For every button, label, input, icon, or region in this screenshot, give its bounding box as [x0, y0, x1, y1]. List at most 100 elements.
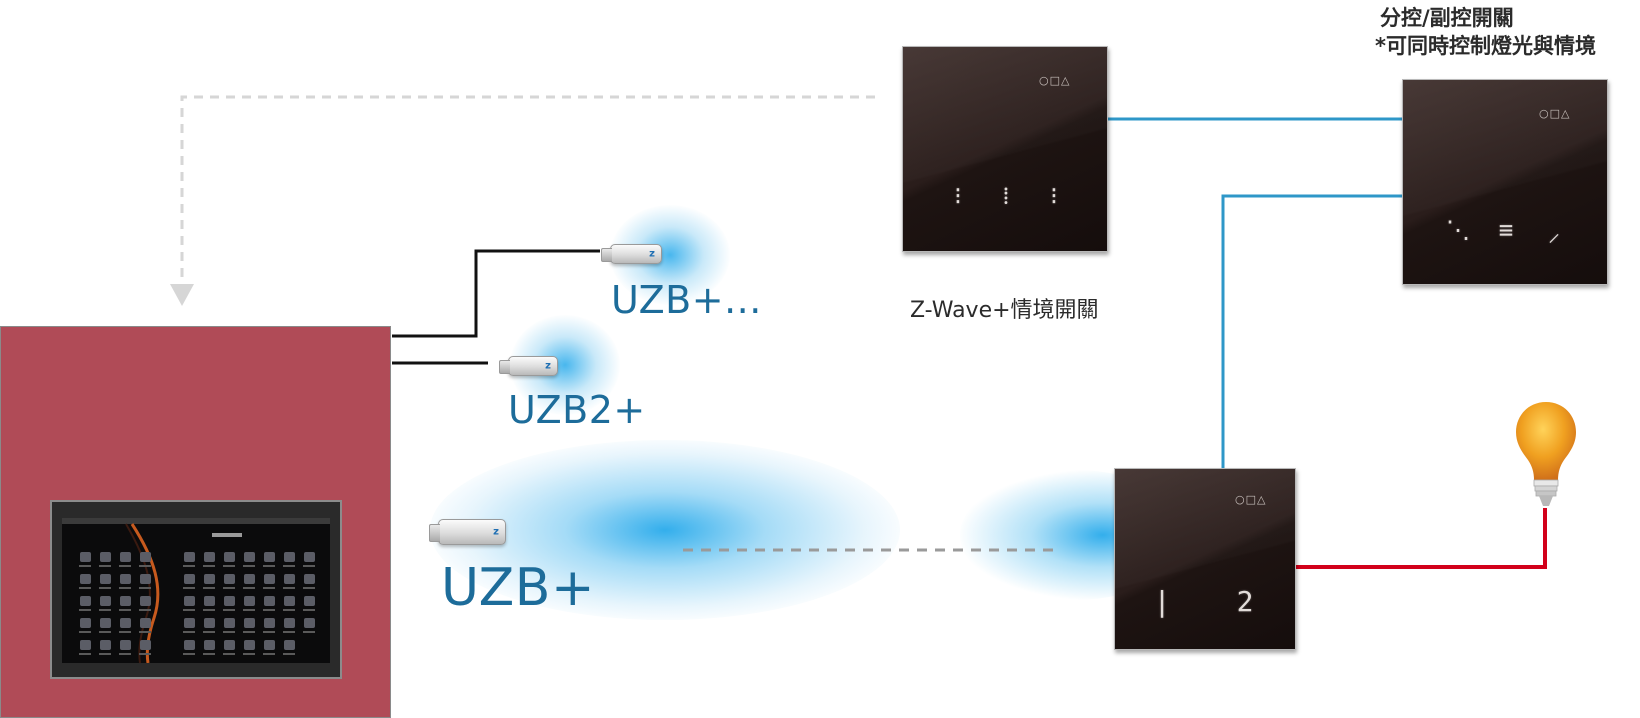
app-tile-label [223, 565, 235, 567]
app-tile-icon[interactable] [284, 618, 295, 628]
app-tile-icon[interactable] [204, 618, 215, 628]
app-tile-label [139, 609, 151, 611]
app-tile-label [139, 653, 151, 655]
blue-link-vertical [1221, 194, 1402, 468]
scene-switch[interactable]: ○□△ ⁝ ⁞ ⁝ [902, 46, 1108, 252]
app-tile-icon[interactable] [80, 640, 91, 650]
app-tile-icon[interactable] [100, 596, 111, 606]
arrow-down-icon [170, 284, 194, 306]
app-tile-label [119, 587, 131, 589]
app-tile-label [263, 631, 275, 633]
app-tile-icon[interactable] [184, 596, 195, 606]
app-tile-label [223, 631, 235, 633]
app-tile-icon[interactable] [264, 552, 275, 562]
app-tile-icon[interactable] [80, 618, 91, 628]
app-tile-icon[interactable] [224, 596, 235, 606]
app-tile-label [203, 653, 215, 655]
app-tile-label [183, 609, 195, 611]
app-tile-label [263, 653, 275, 655]
scene-switch-label: Z-Wave+情境開關 [910, 298, 1099, 323]
app-tile-icon[interactable] [244, 574, 255, 584]
app-tile-icon[interactable] [184, 574, 195, 584]
app-tile-icon[interactable] [284, 640, 295, 650]
app-tile-icon[interactable] [204, 596, 215, 606]
app-tile-icon[interactable] [304, 574, 315, 584]
scene-button-1[interactable]: ⁝ [954, 182, 962, 210]
app-tile-label [99, 609, 111, 611]
app-tile-icon[interactable] [120, 552, 131, 562]
app-tile-icon[interactable] [100, 618, 111, 628]
app-tile-label [183, 565, 195, 567]
app-tile-icon[interactable] [224, 552, 235, 562]
app-tile-label [119, 609, 131, 611]
app-tile-icon[interactable] [244, 596, 255, 606]
app-tile-label [283, 609, 295, 611]
app-tile-icon[interactable] [284, 574, 295, 584]
app-tile-icon[interactable] [204, 640, 215, 650]
app-tile-icon[interactable] [284, 552, 295, 562]
dongle-main-label: UZB+ [441, 558, 596, 618]
app-tile-icon[interactable] [244, 552, 255, 562]
tablet-controller[interactable] [50, 500, 342, 679]
app-tile-label [303, 587, 315, 589]
scene-button-3[interactable]: ⁝ [1050, 182, 1058, 210]
app-tile-icon[interactable] [80, 596, 91, 606]
app-tile-icon[interactable] [100, 640, 111, 650]
app-tile-icon[interactable] [120, 574, 131, 584]
app-tile-icon[interactable] [224, 640, 235, 650]
app-tile-icon[interactable] [184, 618, 195, 628]
dashed-link-line [180, 95, 875, 292]
app-tile-icon[interactable] [264, 596, 275, 606]
app-tile-label [223, 653, 235, 655]
app-tile-icon[interactable] [140, 552, 151, 562]
app-tile-icon[interactable] [120, 618, 131, 628]
light-bulb-icon [1516, 402, 1576, 506]
dongle-top-label: UZB+... [611, 278, 762, 322]
main-switch[interactable]: ○□△ | 2 [1114, 468, 1296, 650]
app-tile-icon[interactable] [100, 552, 111, 562]
glass-reflection [1115, 469, 1295, 649]
app-tile-icon[interactable] [304, 618, 315, 628]
secondary-button-1[interactable]: ⋱ [1446, 216, 1470, 244]
z-wave-mark: z [493, 526, 499, 538]
app-tile-icon[interactable] [224, 574, 235, 584]
app-tile-icon[interactable] [204, 552, 215, 562]
app-tile-icon[interactable] [184, 640, 195, 650]
screen-title [212, 533, 242, 537]
main-button-2[interactable]: 2 [1236, 585, 1254, 618]
app-tile-icon[interactable] [304, 552, 315, 562]
app-tile-icon[interactable] [224, 618, 235, 628]
secondary-button-2[interactable]: ≡ [1498, 216, 1514, 244]
scene-button-2[interactable]: ⁞ [1002, 182, 1010, 210]
app-tile-icon[interactable] [264, 574, 275, 584]
app-tile-icon[interactable] [140, 618, 151, 628]
app-tile-icon[interactable] [140, 640, 151, 650]
app-tile-icon[interactable] [120, 640, 131, 650]
app-tile-label [183, 631, 195, 633]
app-tile-label [79, 631, 91, 633]
app-tile-label [139, 565, 151, 567]
secondary-button-3[interactable]: ⸝ [1548, 219, 1560, 247]
app-tile-icon[interactable] [184, 552, 195, 562]
app-tile-label [263, 609, 275, 611]
app-tile-icon[interactable] [204, 574, 215, 584]
app-tile-label [79, 565, 91, 567]
app-tile-icon[interactable] [100, 574, 111, 584]
app-tile-icon[interactable] [140, 574, 151, 584]
app-tile-icon[interactable] [244, 618, 255, 628]
app-tile-icon[interactable] [80, 552, 91, 562]
app-tile-icon[interactable] [80, 574, 91, 584]
main-button-1[interactable]: | [1153, 585, 1171, 618]
app-tile-icon[interactable] [264, 640, 275, 650]
app-tile-icon[interactable] [264, 618, 275, 628]
z-wave-mark: z [545, 360, 551, 372]
app-tile-icon[interactable] [304, 596, 315, 606]
app-tile-label [283, 587, 295, 589]
app-tile-icon[interactable] [120, 596, 131, 606]
app-tile-label [283, 653, 295, 655]
app-tile-icon[interactable] [244, 640, 255, 650]
app-tile-icon[interactable] [140, 596, 151, 606]
app-tile-label [203, 631, 215, 633]
app-tile-icon[interactable] [284, 596, 295, 606]
secondary-switch[interactable]: ○□△ ⋱ ≡ ⸝ [1402, 79, 1608, 285]
